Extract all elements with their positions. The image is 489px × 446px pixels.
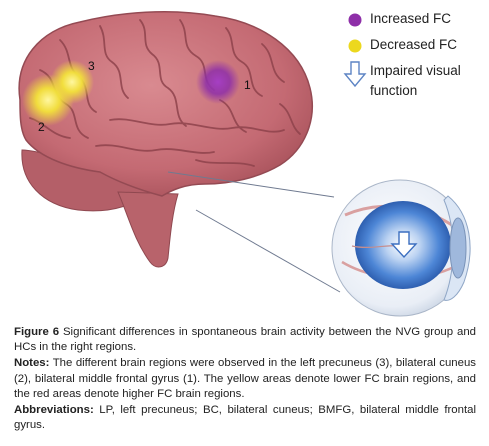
connector-lower <box>195 209 341 293</box>
legend-decreased-dot <box>348 39 362 53</box>
legend-impaired-label-line2: function <box>370 83 418 98</box>
abbrev-text: LP, left precuneus; BC, bilateral cuneus… <box>14 404 476 432</box>
caption-figure: Figure 6 Significant differences in spon… <box>14 325 476 355</box>
figure-text: Significant differences in spontaneous b… <box>14 326 476 354</box>
region-1-glow <box>196 60 240 104</box>
region-label-2: 2 <box>38 120 45 134</box>
legend-increased-dot <box>348 13 362 27</box>
region-label-3: 3 <box>88 59 95 73</box>
figure-illustration: 1 2 3 <box>18 11 471 317</box>
legend-impaired-label-line1: Impaired visual <box>370 63 461 78</box>
eye-arrow-icon <box>390 231 418 259</box>
caption-abbreviations: Abbreviations: LP, left precuneus; BC, b… <box>14 403 476 433</box>
region-label-1: 1 <box>244 78 251 92</box>
notes-label: Notes: <box>14 357 50 370</box>
caption-notes: Notes: The different brain regions were … <box>14 356 476 402</box>
region-3-glow <box>50 60 94 104</box>
legend-increased-label: Increased FC <box>370 11 452 26</box>
brain-stem <box>117 191 179 268</box>
figure-label: Figure 6 <box>14 326 60 338</box>
abbrev-label: Abbreviations: <box>14 404 94 417</box>
legend-decreased-label: Decreased FC <box>370 37 458 52</box>
figure-caption: Figure 6 Significant differences in spon… <box>14 325 476 434</box>
brain <box>18 11 314 197</box>
notes-text: The different brain regions were observe… <box>14 357 476 400</box>
legend-arrow-icon <box>343 61 367 88</box>
connector-upper <box>167 171 335 198</box>
